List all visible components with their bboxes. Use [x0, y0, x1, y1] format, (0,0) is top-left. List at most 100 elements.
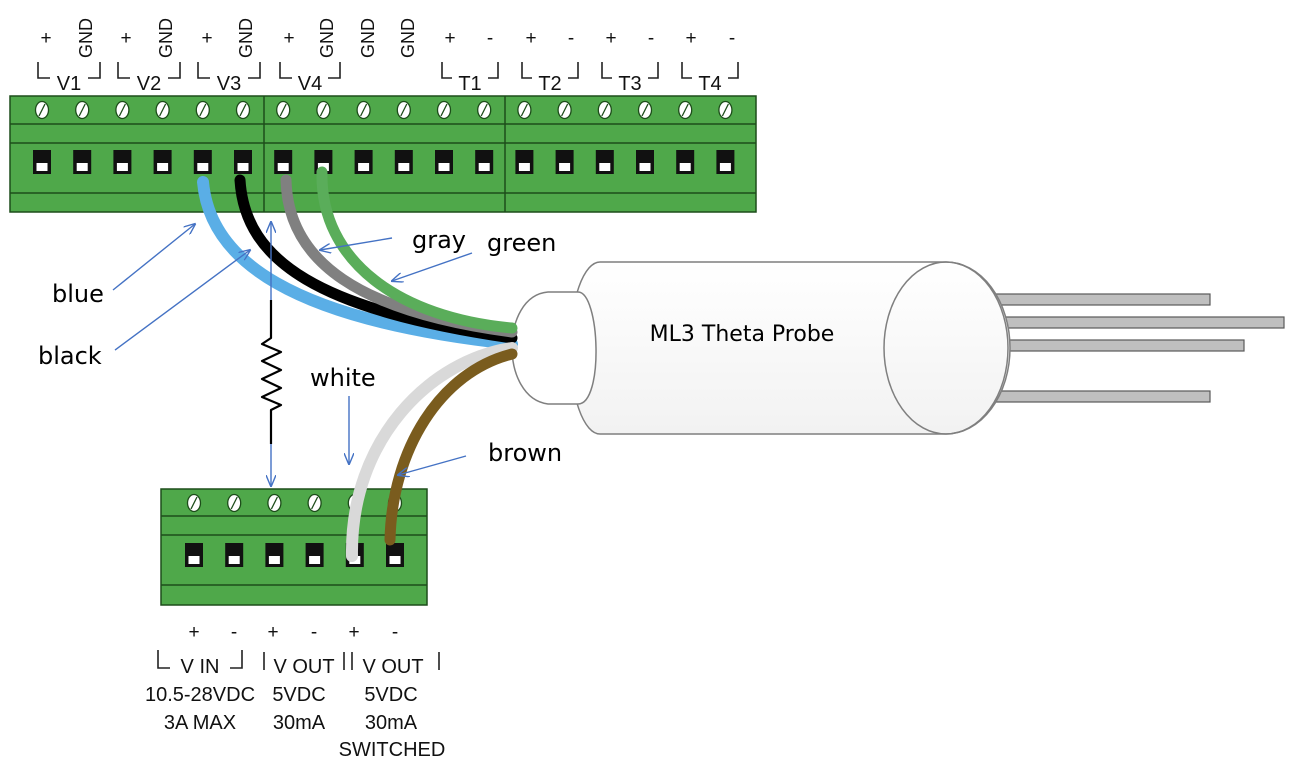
top-term-label: +	[201, 28, 212, 49]
spec-line: 5VDC	[364, 684, 417, 706]
screw-slot	[721, 103, 729, 117]
bottom-terminal-block	[160, 488, 428, 606]
top-term-label: +	[283, 28, 294, 49]
screw-slot	[78, 103, 86, 117]
socket-clamp	[719, 163, 731, 171]
group-label-t1: T1	[458, 73, 481, 95]
screw-slot	[520, 103, 528, 117]
top-term-label: -	[729, 28, 735, 49]
socket-clamp	[398, 163, 410, 171]
spec-line: 30mA	[273, 712, 326, 734]
group-label-v1: V1	[57, 73, 81, 95]
socket-clamp	[438, 163, 450, 171]
pointer-arrows	[112, 222, 473, 486]
screw-slot	[199, 103, 207, 117]
arrow-blue	[112, 224, 195, 291]
group-label-t4: T4	[698, 73, 721, 95]
socket-clamp	[188, 556, 200, 564]
screw-slot	[118, 103, 126, 117]
wire-blue	[197, 176, 518, 350]
label-white: white	[310, 364, 376, 392]
probe-end-face	[883, 261, 1009, 435]
wire-white	[345, 342, 518, 562]
top-term-label: +	[40, 28, 51, 49]
spec-line: 5VDC	[272, 684, 325, 706]
group-label-vout-switched: V OUT	[362, 656, 423, 678]
screw-slot	[641, 103, 649, 117]
wire-green	[316, 166, 518, 334]
socket-clamp	[309, 556, 321, 564]
probe-body	[569, 261, 1011, 435]
bottom-group-brackets	[157, 650, 440, 670]
socket-clamp	[599, 163, 611, 171]
top-term-label: -	[648, 28, 654, 49]
socket-clamp	[116, 163, 128, 171]
group-label-v4: V4	[298, 73, 322, 95]
wire-labels: blue black gray green white brown	[38, 226, 562, 467]
wire-brown	[384, 348, 518, 546]
socket-clamp	[76, 163, 88, 171]
wire-black	[234, 174, 518, 344]
top-term-label: +	[525, 28, 536, 49]
arrow-black	[114, 250, 250, 351]
screw-slot	[279, 103, 287, 117]
screw-slot	[270, 496, 278, 510]
screw-slot	[311, 496, 319, 510]
group-label-t3: T3	[618, 73, 641, 95]
socket-clamp	[559, 163, 571, 171]
socket-clamp	[36, 163, 48, 171]
group-label-v3: V3	[217, 73, 241, 95]
screw-slot	[681, 103, 689, 117]
bottom-terminal-labels: + - + - + -	[188, 622, 398, 643]
label-black: black	[38, 342, 102, 370]
socket-clamp	[518, 163, 530, 171]
arrow-green	[392, 252, 473, 281]
arrow-brown	[398, 455, 467, 475]
bottom-group-labels: V IN V OUT V OUT 10.5-28VDC 3A MAX 5VDC …	[145, 656, 445, 761]
top-term-label: GND	[317, 18, 337, 58]
probe-nose	[511, 291, 597, 405]
probe: ML3 Theta Probe	[511, 261, 1285, 435]
spec-line: SWITCHED	[339, 739, 446, 761]
probe-label: ML3 Theta Probe	[650, 322, 835, 347]
top-term-label: +	[685, 28, 696, 49]
top-term-label: -	[568, 28, 574, 49]
screw-slot	[38, 103, 46, 117]
screw-slot	[440, 103, 448, 117]
socket-clamp	[389, 556, 401, 564]
label-green: green	[487, 229, 556, 257]
top-term-label: GND	[76, 18, 96, 58]
spec-line: 10.5-28VDC	[145, 684, 255, 706]
socket-clamp	[679, 163, 691, 171]
probe-rod	[985, 316, 1285, 329]
top-term-label: -	[487, 28, 493, 49]
top-terminal-labels: + GND + GND + GND + GND GND GND + - + - …	[40, 18, 735, 58]
socket-clamp	[157, 163, 169, 171]
socket-clamp	[277, 163, 289, 171]
top-term-label: +	[605, 28, 616, 49]
bottom-term-label: +	[348, 622, 359, 643]
bottom-term-label: -	[392, 622, 398, 643]
top-term-label: +	[444, 28, 455, 49]
screw-slot	[319, 103, 327, 117]
group-label-vout: V OUT	[273, 656, 334, 678]
socket-clamp	[237, 163, 249, 171]
label-brown: brown	[488, 439, 562, 467]
screw-slot	[561, 103, 569, 117]
socket-clamp	[228, 556, 240, 564]
top-terminal-block	[9, 95, 757, 213]
wires	[197, 166, 518, 562]
group-label-v2: V2	[137, 73, 161, 95]
screw-slot	[601, 103, 609, 117]
socket-clamp	[639, 163, 651, 171]
screw-slot	[400, 103, 408, 117]
top-term-label: GND	[358, 18, 378, 58]
top-term-label: GND	[398, 18, 418, 58]
bottom-term-label: +	[267, 622, 278, 643]
bottom-term-label: -	[311, 622, 317, 643]
top-term-label: GND	[156, 18, 176, 58]
socket-clamp	[268, 556, 280, 564]
top-term-label: +	[120, 28, 131, 49]
screw-slot	[480, 103, 488, 117]
